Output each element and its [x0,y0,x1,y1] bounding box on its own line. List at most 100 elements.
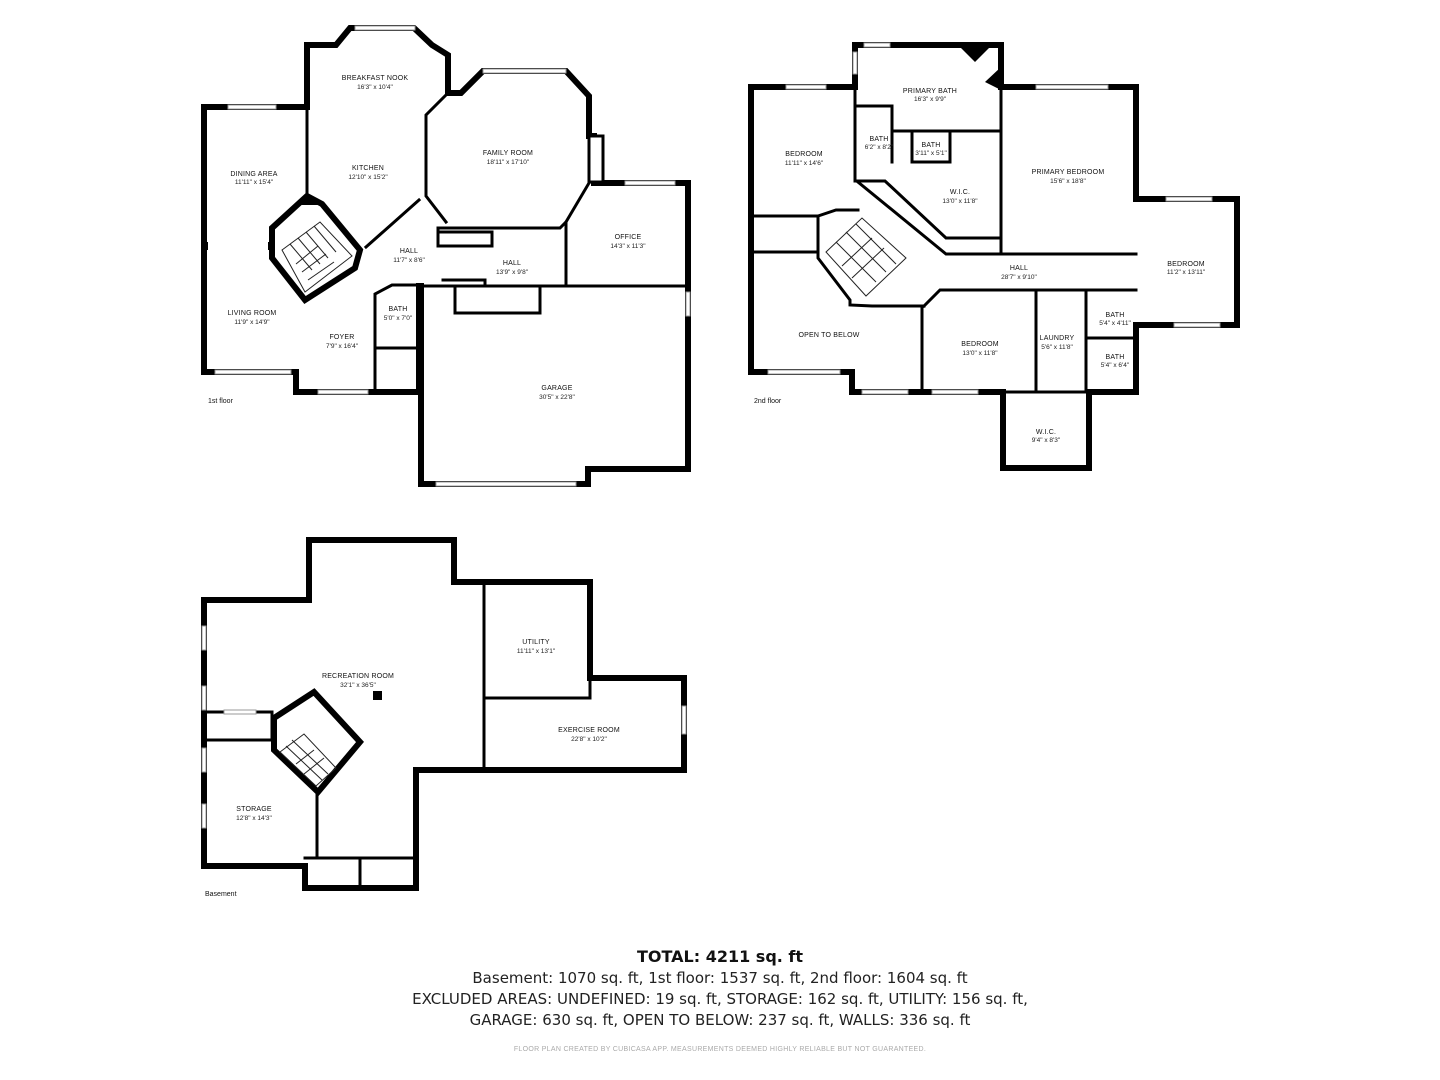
room-dimensions: 30'5" x 22'8" [539,394,575,401]
first-floor-stair-enclosure [269,192,364,304]
window-icon [1165,196,1213,202]
window-icon [201,803,207,829]
room-name: KITCHEN [352,165,384,172]
wall-segment [441,278,487,288]
room-name: BEDROOM [785,151,823,158]
window-icon [681,705,687,735]
window-icon [354,25,416,31]
room-name: BATH [870,136,889,143]
wall-segment [816,214,926,308]
second-floor-outer-wall [748,42,1240,471]
room-dimensions: 11'9" x 14'9" [234,319,270,326]
room-name: BATH [389,306,408,313]
room-name: DINING AREA [230,171,277,178]
wall-segment [855,179,1138,256]
room-name: GARAGE [541,385,572,392]
room-name: OPEN TO BELOW [798,332,859,339]
wall-segment [202,710,274,742]
disclaimer-text: FLOOR PLAN CREATED BY CUBICASA APP. MEAS… [513,1046,927,1053]
wall-segment [424,90,451,225]
wall-segment [985,67,1001,90]
room-dimensions: 9'4" x 8'3" [1032,437,1061,444]
floor-label: 2nd floor [754,398,782,405]
room-dimensions: 3'11" x 5'1" [915,150,947,157]
room-dimensions: 11'11" x 15'4" [235,179,274,186]
window-icon [931,389,979,395]
window-icon [863,42,891,48]
window-icon [852,51,858,75]
window-icon [201,685,207,711]
second-floor-stairs [825,217,907,297]
wall-segment [268,242,274,250]
first-floor-stairs [281,221,353,293]
room-dimensions: 6'2" x 8'2" [865,144,894,151]
room-name: OFFICE [615,234,642,241]
room-dimensions: 16'3" x 10'4" [357,84,393,91]
room-dimensions: 7'9" x 16'4" [326,343,359,350]
room-name: BEDROOM [961,341,999,348]
summary-line: EXCLUDED AREAS: UNDEFINED: 19 sq. ft, ST… [412,990,1028,1008]
window-icon [482,68,567,74]
window-icon [214,369,292,375]
room-dimensions: 18'11" x 17'10" [487,159,530,166]
wall-segment [296,196,318,205]
room-dimensions: 11'2" x 13'11" [1167,269,1206,276]
first-floor-plan [201,25,691,487]
summary-line: Basement: 1070 sq. ft, 1st floor: 1537 s… [472,969,968,987]
second-floor-plan [748,42,1240,471]
window-icon [201,625,207,651]
wall-segment [436,218,568,288]
room-dimensions: 13'0" x 11'8" [962,350,998,357]
room-name: W.I.C. [950,189,970,196]
room-dimensions: 13'0" x 11'8" [942,198,978,205]
window-icon [785,84,827,90]
area-summary: TOTAL: 4211 sq. ft Basement: 1070 sq. ft… [0,946,1440,1031]
wall-segment [853,85,1003,240]
room-name: STORAGE [236,806,272,813]
window-icon [227,104,277,110]
column-icon [373,691,382,700]
wall-segment [363,197,422,250]
room-name: HALL [400,248,418,255]
room-dimensions: 5'4" x 4'11" [1099,320,1131,327]
room-name: HALL [503,260,521,267]
room-name: BREAKFAST NOOK [342,75,409,82]
room-name: FAMILY ROOM [483,150,533,157]
wall-segment [453,284,542,315]
room-name: BEDROOM [1167,261,1205,268]
fireplace-icon [587,134,605,184]
wall-segment [202,242,208,250]
room-name: FOYER [329,334,354,341]
wall-segment [910,129,952,164]
room-dimensions: 5'4" x 6'4" [1101,362,1130,369]
basement-stairs [279,733,337,787]
room-dimensions: 32'1" x 36'5" [340,682,376,689]
room-name: BATH [1106,354,1125,361]
room-dimensions: 5'0" x 7'0" [384,315,413,322]
window-icon [624,180,676,186]
window-icon [685,291,691,317]
window-icon [201,747,207,773]
wall-segment [563,180,592,225]
window-icon [1173,322,1221,328]
total-area: TOTAL: 4211 sq. ft [636,947,804,966]
room-name: PRIMARY BEDROOM [1032,169,1105,176]
room-dimensions: 28'7" x 9'10" [1001,274,1037,281]
room-name: EXERCISE ROOM [558,727,620,734]
basement-plan [201,537,687,891]
window-icon [861,389,909,395]
room-name: LAUNDRY [1040,335,1075,342]
room-name: RECREATION ROOM [322,673,394,680]
wall-segment [373,283,421,394]
room-dimensions: 11'11" x 13'1" [517,648,556,655]
room-dimensions: 14'3" x 11'3" [610,243,646,250]
window-icon [435,481,577,487]
room-dimensions: 5'6" x 11'8" [1041,344,1073,351]
room-dimensions: 12'8" x 14'3" [236,815,272,822]
room-dimensions: 16'3" x 9'9" [914,96,947,103]
basement-stair-enclosure [271,688,364,797]
room-name: W.I.C. [1036,429,1056,436]
room-dimensions: 13'9" x 9'8" [496,269,529,276]
window-icon [317,389,369,395]
room-dimensions: 12'10" x 15'2" [348,174,388,181]
